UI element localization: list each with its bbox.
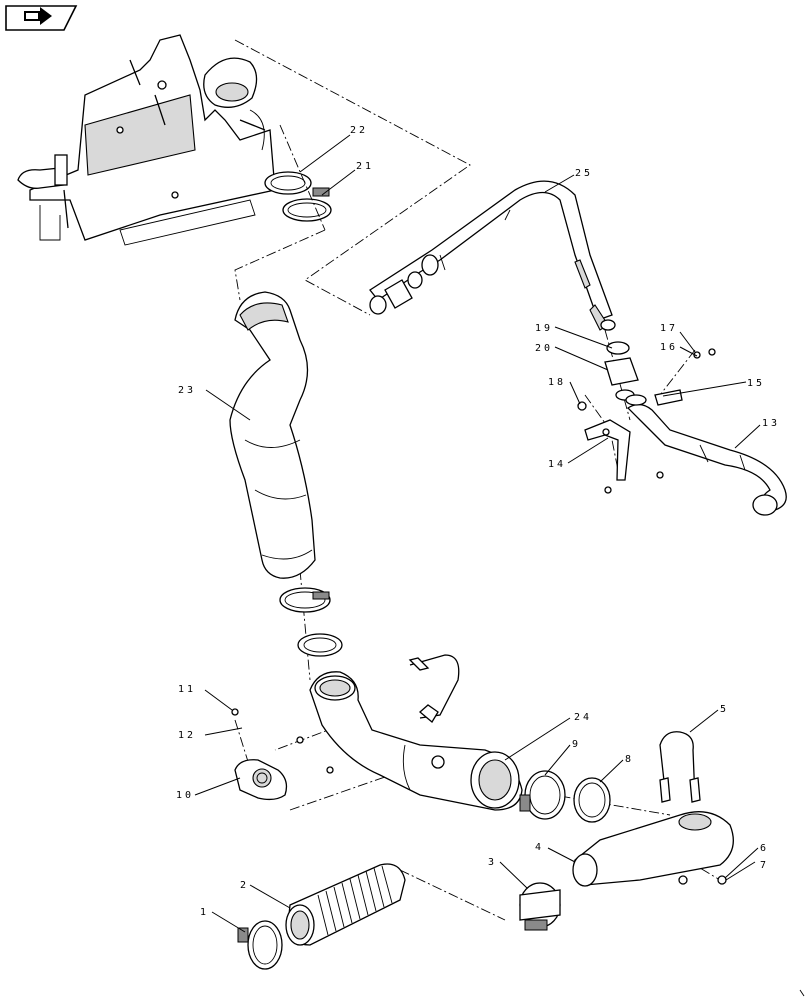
callout-3: 3 xyxy=(488,857,497,868)
callout-10: 10 xyxy=(176,790,194,801)
part-4-tailpipe xyxy=(572,811,734,887)
part-20-hose xyxy=(604,357,639,401)
callout-leaders xyxy=(194,134,761,933)
part-22-gasket xyxy=(264,171,312,195)
callout-2: 2 xyxy=(240,880,249,891)
next-page-icon xyxy=(24,7,52,25)
part-15-clip xyxy=(654,389,683,406)
callout-16: 16 xyxy=(660,342,678,353)
part-19-clamp xyxy=(606,341,630,355)
part-24-pipe xyxy=(296,654,523,811)
callout-17: 17 xyxy=(660,323,678,334)
air-cleaner-bracket-assembly xyxy=(17,34,276,246)
part-5-u-bolt xyxy=(659,731,701,803)
callout-21: 21 xyxy=(356,161,374,172)
callout-15: 15 xyxy=(747,378,765,389)
next-page-button[interactable] xyxy=(5,5,78,31)
part-1-clamp xyxy=(237,920,283,970)
callout-20: 20 xyxy=(535,343,553,354)
callout-6: 6 xyxy=(760,843,769,854)
callout-12: 12 xyxy=(178,730,196,741)
hose-23-clamp xyxy=(279,587,331,613)
corner-mark xyxy=(799,989,805,997)
callout-9: 9 xyxy=(572,739,581,750)
callout-22: 22 xyxy=(350,125,368,136)
part-14-bracket xyxy=(584,419,664,494)
part-13-tube xyxy=(625,394,787,516)
callout-8: 8 xyxy=(625,754,634,765)
part-9-clamp xyxy=(519,770,566,820)
part-2-flex-pipe xyxy=(285,863,406,946)
callout-23: 23 xyxy=(178,385,196,396)
callout-4: 4 xyxy=(535,842,544,853)
callout-7: 7 xyxy=(760,860,769,871)
callout-1: 1 xyxy=(200,907,209,918)
callout-11: 11 xyxy=(178,684,196,695)
callout-18: 18 xyxy=(548,377,566,388)
part-8-gasket xyxy=(573,777,611,823)
callout-14: 14 xyxy=(548,459,566,470)
part-23-hose xyxy=(229,291,316,579)
callout-13: 13 xyxy=(762,418,780,429)
callout-labels: 22 21 25 19 20 17 16 15 18 14 13 23 11 1… xyxy=(176,125,780,918)
part-3-clamp xyxy=(519,882,561,931)
callout-24: 24 xyxy=(574,712,592,723)
part-16-17-hardware xyxy=(693,348,716,359)
hose-23-gasket xyxy=(297,633,343,657)
callout-5: 5 xyxy=(720,704,729,715)
callout-19: 19 xyxy=(535,323,553,334)
part-10-sensor xyxy=(231,708,288,801)
part-25-tube xyxy=(369,180,616,331)
callout-25: 25 xyxy=(575,168,593,179)
